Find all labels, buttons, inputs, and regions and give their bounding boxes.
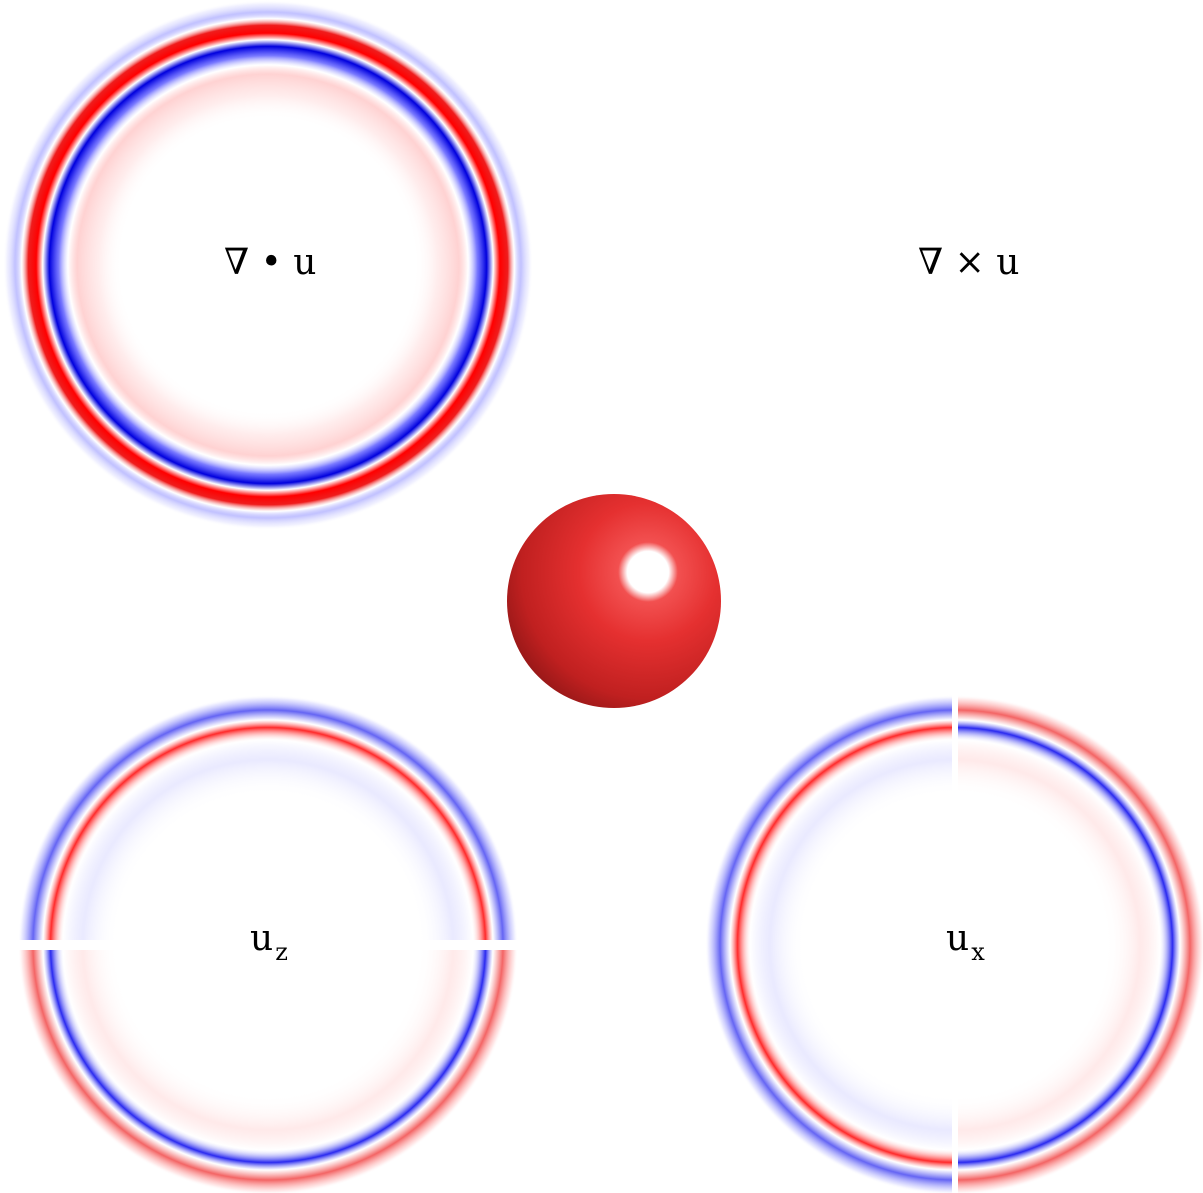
curl-label: ∇ × u — [918, 242, 1020, 283]
uz-label-main: u — [250, 918, 274, 959]
uz-field-upper-half — [18, 695, 518, 940]
divergence-label: ∇ • u — [224, 242, 317, 283]
divergence-ring-field — [3, 0, 533, 530]
uz-field-lower-half — [18, 950, 518, 1193]
ux-label-subscript: x — [971, 938, 985, 966]
source-sphere — [507, 494, 721, 708]
ux-label: ux — [946, 918, 985, 966]
uz-label: uz — [250, 918, 288, 966]
ux-field-left-half — [705, 695, 952, 1193]
ux-field-right-half — [958, 695, 1203, 1193]
uz-label-subscript: z — [275, 938, 288, 966]
ux-label-main: u — [946, 918, 970, 959]
